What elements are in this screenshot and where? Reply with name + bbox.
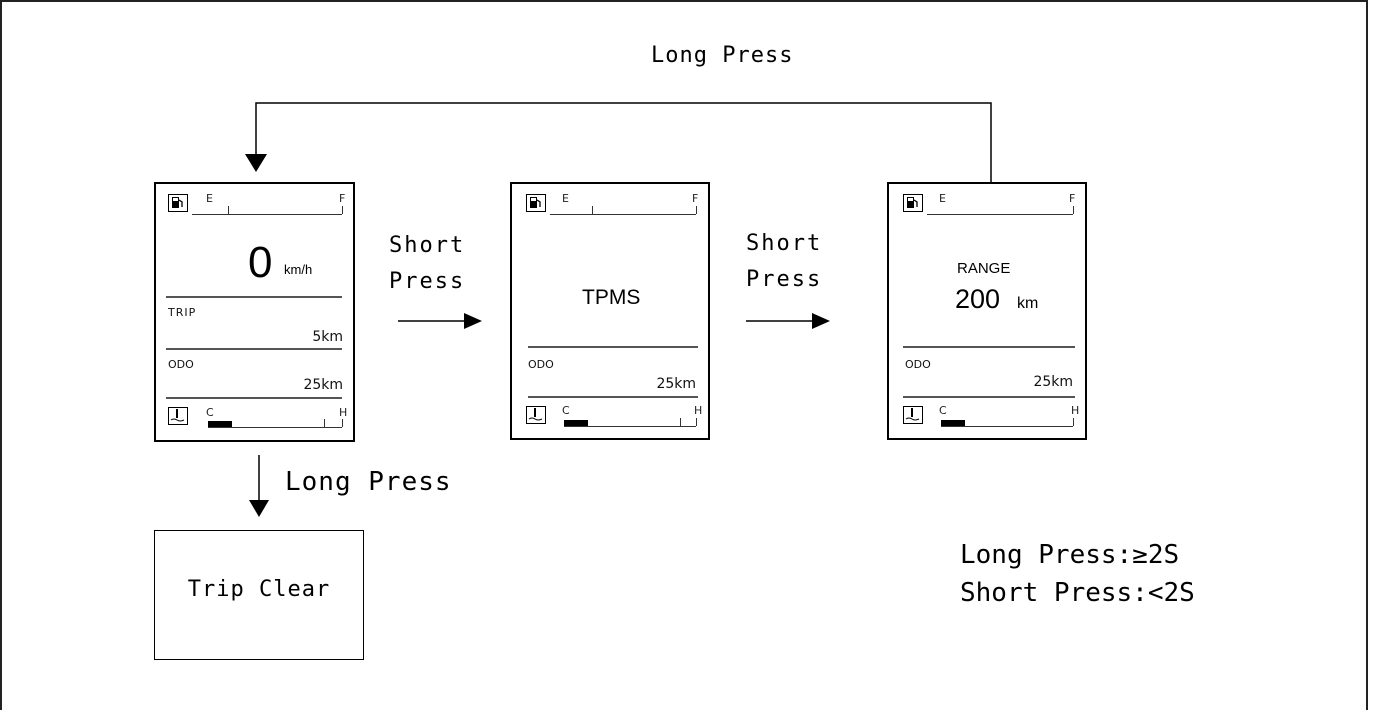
range-screen: E F RANGE 200 km ODO 25km C H: [887, 182, 1087, 440]
short-press-arrowhead-1: [464, 313, 482, 329]
range-value: 200: [955, 284, 1001, 314]
divider: [166, 397, 342, 399]
fuel-e-label: E: [562, 192, 569, 205]
temp-level-bar: [564, 420, 588, 426]
temp-gauge-tick: [680, 418, 681, 426]
temp-gauge-line: [941, 426, 1073, 427]
fuel-gauge-tick: [592, 206, 593, 214]
temp-h-label: H: [694, 404, 703, 417]
temp-gauge-tick: [324, 419, 325, 427]
odo-label: ODO: [905, 358, 931, 371]
trip-clear-label: Trip Clear: [187, 577, 331, 602]
temp-h-label: H: [339, 406, 348, 419]
bottom-long-press-label: Long Press: [285, 467, 452, 497]
temp-gauge-tick: [342, 419, 343, 427]
temp-c-label: C: [206, 406, 214, 419]
loop-connector: [255, 102, 992, 182]
coolant-temp-icon: [526, 406, 546, 424]
divider: [166, 296, 342, 298]
short-press-arrowhead-2: [812, 313, 830, 329]
temp-c-label: C: [939, 404, 947, 417]
long-press-down-arrowhead: [249, 500, 269, 517]
fuel-gauge-tick: [696, 206, 697, 214]
tpms-title: TPMS: [582, 286, 641, 309]
fuel-e-label: E: [939, 192, 946, 205]
short-press-label-2-line1: Short: [746, 231, 823, 256]
fuel-pump-icon: [903, 194, 923, 212]
fuel-f-label: F: [692, 192, 699, 205]
trip-value: 5km: [312, 329, 343, 345]
fuel-gauge-line: [927, 214, 1073, 215]
temp-gauge-tick: [696, 418, 697, 426]
divider: [903, 396, 1075, 398]
odo-value: 25km: [656, 376, 696, 392]
temp-gauge-tick: [1073, 418, 1074, 426]
fuel-pump-icon: [168, 194, 188, 212]
fuel-f-label: F: [339, 192, 346, 205]
fuel-gauge-tick: [228, 206, 229, 214]
speed-value: 0: [248, 238, 273, 287]
odo-label: ODO: [168, 358, 194, 371]
legend: Long Press:≥2S Short Press:<2S: [960, 536, 1195, 612]
short-press-label-2: Short Press: [746, 226, 822, 298]
fuel-gauge-tick: [1073, 206, 1074, 214]
divider: [903, 346, 1075, 348]
range-label: RANGE: [957, 260, 1011, 277]
odo-value: 25km: [1033, 374, 1073, 390]
short-press-label-1-line1: Short: [389, 233, 466, 258]
temp-c-label: C: [562, 404, 570, 417]
fuel-f-label: F: [1069, 192, 1076, 205]
odo-value: 25km: [303, 377, 343, 393]
short-press-label-1: Short Press: [389, 228, 465, 300]
fuel-pump-icon: [526, 194, 546, 212]
fuel-e-label: E: [206, 192, 213, 205]
tpms-screen: E F TPMS ODO 25km C H: [510, 182, 710, 440]
divider: [166, 348, 342, 350]
legend-short-press: Short Press:<2S: [960, 578, 1195, 608]
coolant-temp-icon: [903, 406, 923, 424]
temp-level-bar: [208, 421, 232, 427]
speed-screen: E F 0 km/h TRIP 5km ODO 25km C H: [154, 182, 355, 442]
divider: [528, 396, 698, 398]
short-press-label-1-line2: Press: [389, 269, 466, 294]
trip-label: TRIP: [168, 306, 197, 319]
odo-label: ODO: [528, 358, 554, 371]
temp-gauge-line: [208, 427, 342, 428]
top-long-press-label: Long Press: [651, 43, 794, 68]
legend-long-press: Long Press:≥2S: [960, 540, 1180, 570]
loop-arrowhead: [245, 154, 267, 172]
temp-gauge-line: [564, 426, 696, 427]
fuel-gauge-line: [550, 214, 696, 215]
range-unit: km: [1017, 295, 1039, 312]
temp-level-bar: [941, 420, 965, 426]
temp-h-label: H: [1071, 404, 1080, 417]
speed-unit: km/h: [284, 262, 313, 277]
trip-clear-box: Trip Clear: [154, 530, 364, 660]
divider: [528, 346, 698, 348]
fuel-gauge-line: [192, 214, 342, 215]
fuel-gauge-tick: [342, 206, 343, 214]
short-press-label-2-line2: Press: [746, 267, 823, 292]
coolant-temp-icon: [168, 407, 188, 425]
